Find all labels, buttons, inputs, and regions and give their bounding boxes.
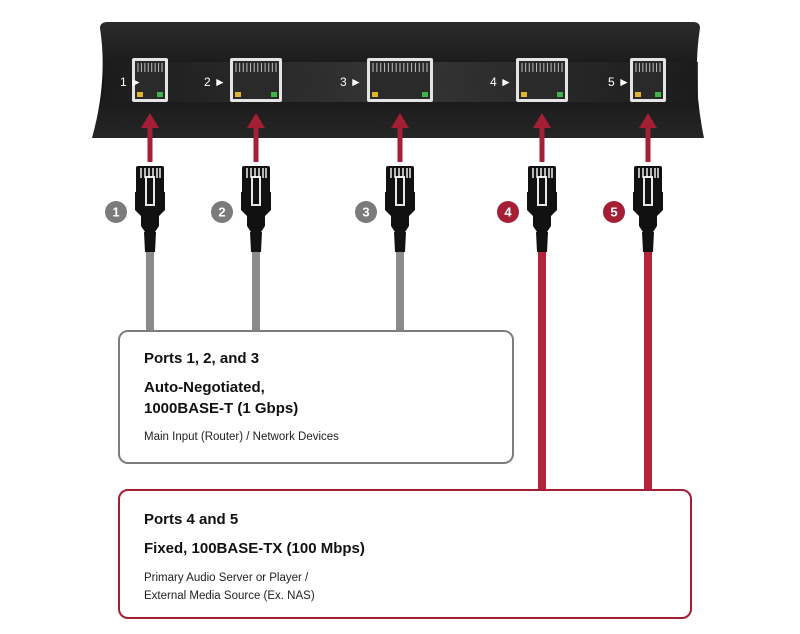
rj45-plug-3 <box>384 165 416 253</box>
fast-speed: Fixed, 100BASE-TX (100 Mbps) <box>144 540 365 557</box>
port-label-2: 2 ► <box>204 75 226 89</box>
port-badge-4: 4 <box>497 201 519 223</box>
connect-arrow-5 <box>639 113 657 162</box>
port-2 <box>230 58 282 102</box>
connect-arrow-4 <box>533 113 551 162</box>
gigabit-speed-line2: 1000BASE-T (1 Gbps) <box>144 400 299 417</box>
cable-5 <box>644 250 652 490</box>
rj45-plug-2 <box>240 165 272 253</box>
gigabit-ports-panel: Ports 1, 2, and 3 Auto-Negotiated, 1000B… <box>118 330 514 464</box>
fast-description-line2: External Media Source (Ex. NAS) <box>144 590 315 602</box>
rj45-plug-5 <box>632 165 664 253</box>
port-badge-1: 1 <box>105 201 127 223</box>
port-badge-number-2: 2 <box>218 205 225 220</box>
gigabit-description: Main Input (Router) / Network Devices <box>144 431 339 443</box>
fast-ports-panel: Ports 4 and 5 Fixed, 100BASE-TX (100 Mbp… <box>118 489 692 619</box>
cable-3 <box>396 250 404 330</box>
port-label-5: 5 ► <box>608 75 630 89</box>
port-badge-5: 5 <box>603 201 625 223</box>
port-label-4: 4 ► <box>490 75 512 89</box>
port-3 <box>367 58 433 102</box>
gigabit-ports-title: Ports 1, 2, and 3 <box>144 350 260 367</box>
port-label-1: 1 ► <box>120 75 142 89</box>
port-4 <box>516 58 568 102</box>
connect-arrow-2 <box>247 113 265 162</box>
port-label-3: 3 ► <box>340 75 362 89</box>
port-badge-number-4: 4 <box>504 205 512 220</box>
port-badge-number-3: 3 <box>362 205 369 220</box>
gigabit-speed: Auto-Negotiated, 1000BASE-T (1 Gbps) <box>144 377 374 419</box>
connect-arrow-1 <box>141 113 159 162</box>
port-badge-number-5: 5 <box>610 205 617 220</box>
connect-arrow-3 <box>391 113 409 162</box>
fast-ports-title: Ports 4 and 5 <box>144 511 239 528</box>
port-badge-number-1: 1 <box>112 205 119 220</box>
gigabit-speed-line1: Auto-Negotiated, <box>144 379 265 396</box>
fast-description-line1: Primary Audio Server or Player / <box>144 572 309 584</box>
port-badge-2: 2 <box>211 201 233 223</box>
port-1 <box>132 58 168 102</box>
cable-4 <box>538 250 546 490</box>
cable-1 <box>146 250 154 330</box>
port-5 <box>630 58 666 102</box>
fast-description: Primary Audio Server or Player / Externa… <box>144 569 315 605</box>
cable-2 <box>252 250 260 330</box>
port-badge-3: 3 <box>355 201 377 223</box>
rj45-plug-1 <box>134 165 166 253</box>
rj45-plug-4 <box>526 165 558 253</box>
